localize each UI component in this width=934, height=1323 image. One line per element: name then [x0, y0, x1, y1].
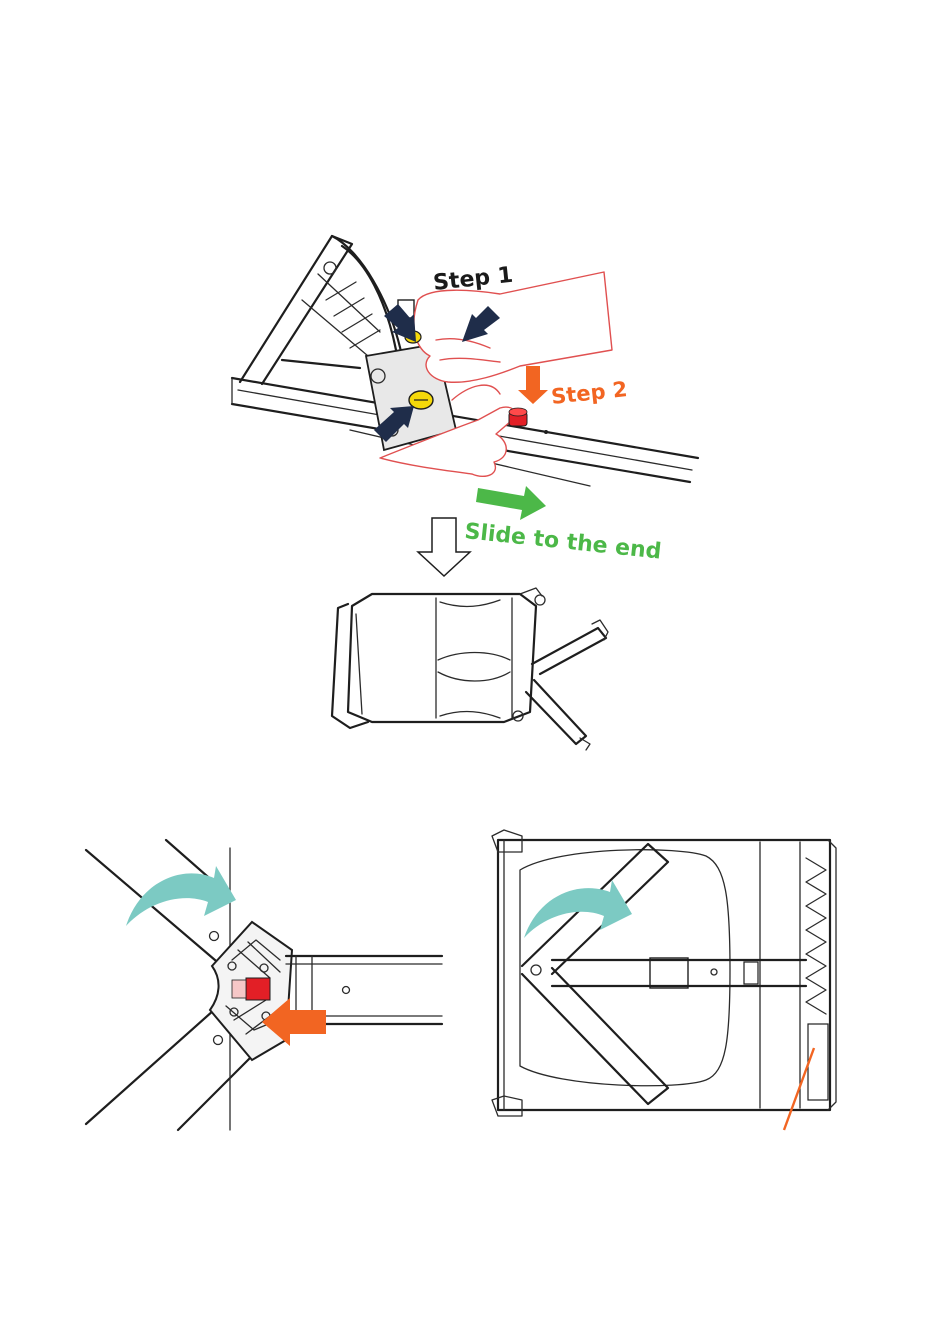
step2-label: Step 2 — [550, 377, 628, 409]
curved-arrow-icon — [126, 866, 236, 926]
curved-arrow-icon — [524, 880, 632, 938]
red-release-button — [509, 408, 548, 434]
hollow-down-arrow-icon — [418, 518, 470, 576]
slide-label: Slide to the end — [463, 519, 662, 565]
arrow-icon — [518, 366, 548, 404]
red-lock-button — [246, 978, 270, 1000]
arrow-icon — [476, 486, 546, 520]
panel-folded — [332, 588, 608, 750]
step1-label: Step 1 — [432, 263, 514, 296]
panel-unlock: Step 1 Step 2 Slide to the end — [232, 236, 698, 576]
panel-joint-closeup — [86, 840, 442, 1130]
pointer-line — [784, 1048, 814, 1130]
panel-top-view — [492, 830, 836, 1130]
